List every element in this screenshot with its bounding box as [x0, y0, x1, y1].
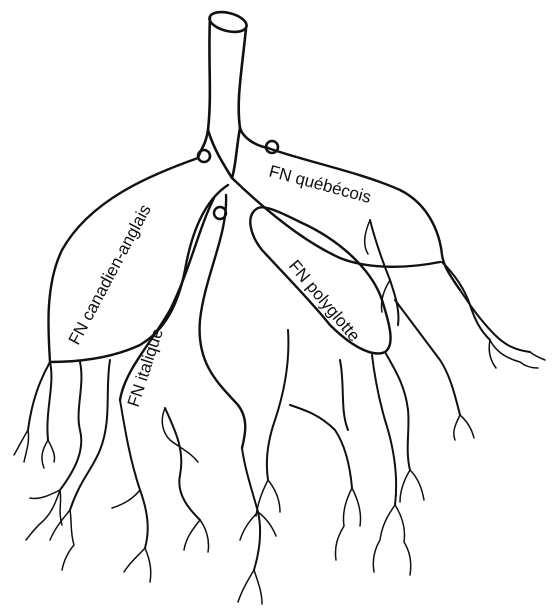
label-fn-italique: FN italique: [124, 326, 167, 409]
label-fn-canadien-anglais: FN canadien-anglais: [65, 201, 155, 348]
roots: [14, 220, 545, 604]
label-fn-polyglotte: FN polyglotte: [285, 256, 364, 345]
trunk: [198, 9, 278, 178]
lobe-quebecois: [232, 148, 460, 290]
label-fn-quebecois: FN québécois: [267, 162, 373, 208]
